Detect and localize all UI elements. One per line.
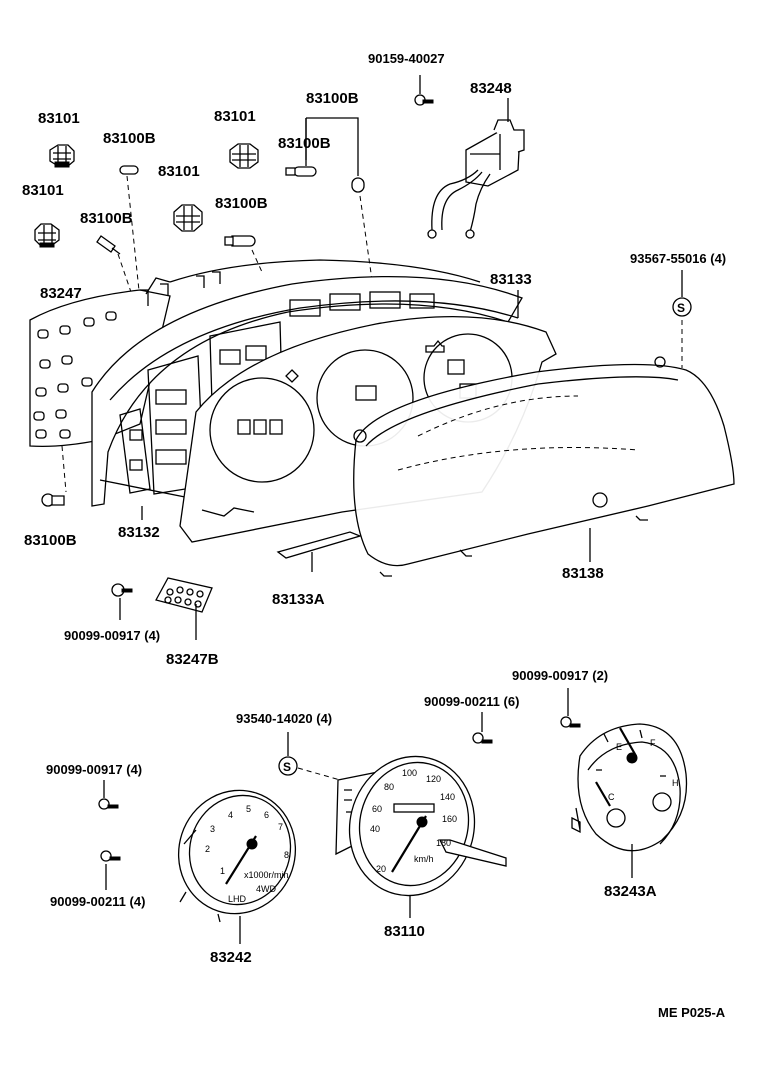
tachometer-83242: 1 2 3 4 5 6 7 8 x1000r/min 4WD LHD (177, 789, 297, 923)
bulb-83100B-g (41, 493, 65, 507)
label-83247B: 83247B (166, 651, 219, 668)
speed-tick-60: 60 (372, 804, 382, 814)
case-83132 (91, 259, 523, 509)
printed-circuit-83247 (29, 289, 171, 448)
speed-tick-80: 80 (384, 782, 394, 792)
label-83100B-b: 83100B (306, 90, 359, 107)
speed-tick-100: 100 (402, 768, 417, 778)
screw-marker-93567: S (672, 297, 692, 317)
plate-83133A (276, 531, 362, 559)
label-90099-00917-c: 90099-00917 (4) (46, 762, 142, 777)
gauge-label-c: C (608, 792, 615, 802)
label-83247: 83247 (40, 285, 82, 302)
label-90099-00211-a: 90099-00211 (6) (424, 694, 519, 709)
gauge-83243A: E F C H (571, 723, 688, 852)
socket-83101-b (229, 143, 259, 169)
screw-90159-40027 (414, 94, 434, 106)
speed-tick-120: 120 (426, 774, 441, 784)
bulb-83100B-e (351, 177, 365, 193)
label-83100B-a: 83100B (103, 130, 156, 147)
screw-marker-93540: S (278, 756, 298, 776)
lens-83138 (353, 356, 735, 577)
speed-unit-label: km/h (414, 854, 434, 864)
label-83100B-c: 83100B (80, 210, 133, 227)
label-83110: 83110 (384, 923, 425, 940)
speed-tick-140: 140 (440, 792, 455, 802)
tach-tick-5: 5 (246, 804, 251, 814)
label-83243A: 83243A (604, 883, 657, 900)
bulb-83100B-d (224, 235, 256, 247)
tach-tick-3: 3 (210, 824, 215, 834)
gauge-label-e: E (616, 742, 622, 752)
socket-83101-a (49, 144, 75, 168)
speed-tick-160: 160 (442, 814, 457, 824)
label-83248: 83248 (470, 80, 512, 97)
screw-90099-00917-c (98, 798, 119, 810)
bulb-83100B-c (96, 235, 121, 255)
tach-tick-7: 7 (278, 822, 283, 832)
screw-90099-00917-a (111, 583, 133, 597)
label-83133: 83133 (490, 271, 532, 288)
bulb-83100B-b (285, 166, 317, 177)
tach-tick-1: 1 (220, 866, 225, 876)
label-83101-b: 83101 (214, 108, 256, 125)
label-90099-00917-a: 90099-00917 (4) (64, 628, 160, 643)
label-90159-40027: 90159-40027 (368, 51, 445, 66)
label-83132: 83132 (118, 524, 160, 541)
tach-tick-8: 8 (284, 850, 289, 860)
socket-83101-d (34, 223, 60, 248)
connector-83247B (155, 577, 213, 613)
tach-tick-6: 6 (264, 810, 269, 820)
drawing-reference: ME P025-A (658, 1005, 726, 1020)
screw-90099-00211-b (100, 850, 121, 862)
label-93567-55016: 93567-55016 (4) (630, 251, 726, 266)
label-83100B-bracket: 83100B (278, 135, 331, 152)
label-83101-c: 83101 (158, 163, 200, 180)
tach-unit-label: x1000r/min (244, 870, 289, 880)
screw-90099-00211-a (472, 732, 493, 744)
label-83101-d: 83101 (22, 182, 64, 199)
label-83100B-g: 83100B (24, 532, 77, 549)
gauge-label-h: H (672, 778, 679, 788)
gauge-label-f: F (650, 738, 656, 748)
speedometer-83110: 20 40 60 80 100 120 140 160 180 km/h (335, 755, 507, 897)
label-90099-00917-b: 90099-00917 (2) (512, 668, 608, 683)
label-93540-14020: 93540-14020 (4) (236, 711, 332, 726)
label-83138: 83138 (562, 565, 604, 582)
label-83101-a: 83101 (38, 110, 80, 127)
tach-lhd-label: LHD (228, 894, 247, 904)
socket-83101-c (173, 204, 203, 232)
screw-90099-00917-b (560, 716, 581, 728)
screw-marker-label: S (677, 301, 685, 315)
label-90099-00211-b: 90099-00211 (4) (50, 894, 145, 909)
tach-tick-2: 2 (205, 844, 210, 854)
bulb-83100B-a (119, 165, 139, 175)
connector-83248 (427, 119, 525, 239)
label-83133A: 83133A (272, 591, 325, 608)
speed-tick-20: 20 (376, 864, 386, 874)
screw-marker-bottom-label: S (283, 760, 291, 774)
label-83242: 83242 (210, 949, 252, 966)
speed-tick-40: 40 (370, 824, 380, 834)
tach-4wd-label: 4WD (256, 884, 277, 894)
label-83100B-d: 83100B (215, 195, 268, 212)
speed-tick-180: 180 (436, 838, 451, 848)
tach-tick-4: 4 (228, 810, 233, 820)
